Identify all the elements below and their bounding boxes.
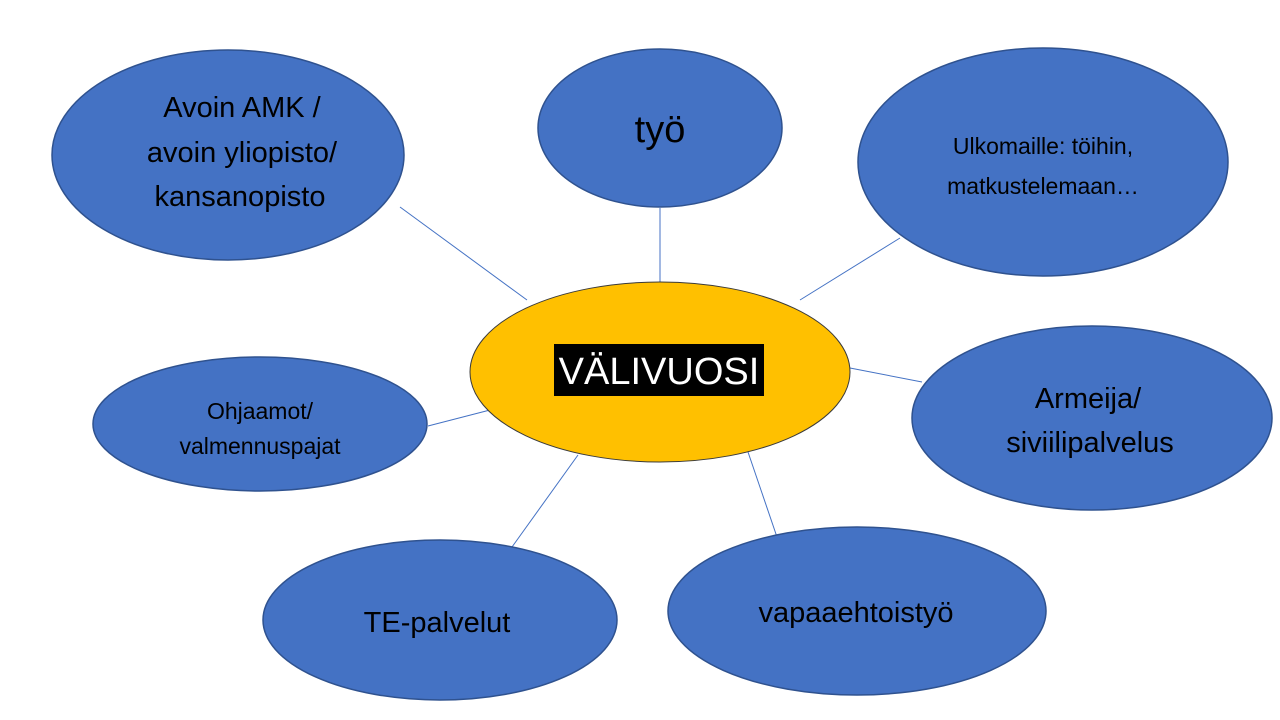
connector-te-services xyxy=(511,454,579,548)
node-volunteer: vapaaehtoistyö xyxy=(667,526,1047,696)
connector-ohjaamot xyxy=(427,409,491,427)
node-label: työ xyxy=(635,109,686,151)
node-military: Armeija/siviilipalvelus xyxy=(911,325,1273,511)
center-node: VÄLIVUOSI xyxy=(469,281,851,463)
node-label: vapaaehtoistyö xyxy=(758,597,953,629)
node-abroad: Ulkomaille: töihin, matkustelemaan… xyxy=(857,47,1229,277)
center-label-background xyxy=(554,344,764,396)
node-te-services: TE-palvelut xyxy=(262,539,618,701)
connector-military xyxy=(849,367,923,383)
svg-text:Avoin AMK /avoin yliopisto/kan: Avoin AMK / avoin yliopisto/kansanopisto xyxy=(147,92,338,213)
node-label-line: siviilipalvelus xyxy=(1006,427,1174,459)
connector-volunteer xyxy=(747,451,779,541)
node-label-line: Avoin AMK / xyxy=(163,92,321,124)
node-label-line: avoin yliopisto/ xyxy=(147,137,338,169)
node-ohjaamot: Ohjaamot/valmennuspajat xyxy=(92,356,428,492)
node-label-line: matkustelemaan… xyxy=(947,173,1139,199)
node-label-line: Armeija/ xyxy=(1035,383,1142,415)
node-work: työ xyxy=(537,48,783,208)
node-label-line: valmennuspajat xyxy=(179,433,341,459)
node-label: TE-palvelut xyxy=(364,607,511,639)
connector-abroad xyxy=(799,237,901,301)
node-label-line: Ulkomaille: töihin, xyxy=(953,133,1133,159)
center-label: VÄLIVUOSI xyxy=(559,351,760,393)
svg-text:Ohjaamot/valmennuspajat: Ohjaamot/valmennuspajat xyxy=(179,398,341,459)
connectors xyxy=(399,206,923,548)
svg-text:Armeija/siviilipalvelus: Armeija/siviilipalvelus xyxy=(1006,383,1174,459)
node-open-studies: Avoin AMK / avoin yliopisto/kansanopisto xyxy=(51,49,405,261)
connector-open-studies xyxy=(399,206,528,301)
node-label-line: kansanopisto xyxy=(155,181,326,213)
node-label-line: Ohjaamot/ xyxy=(207,398,314,424)
svg-text:Ulkomaille: töihin,matkustelem: Ulkomaille: töihin, matkustelemaan… xyxy=(947,133,1139,199)
